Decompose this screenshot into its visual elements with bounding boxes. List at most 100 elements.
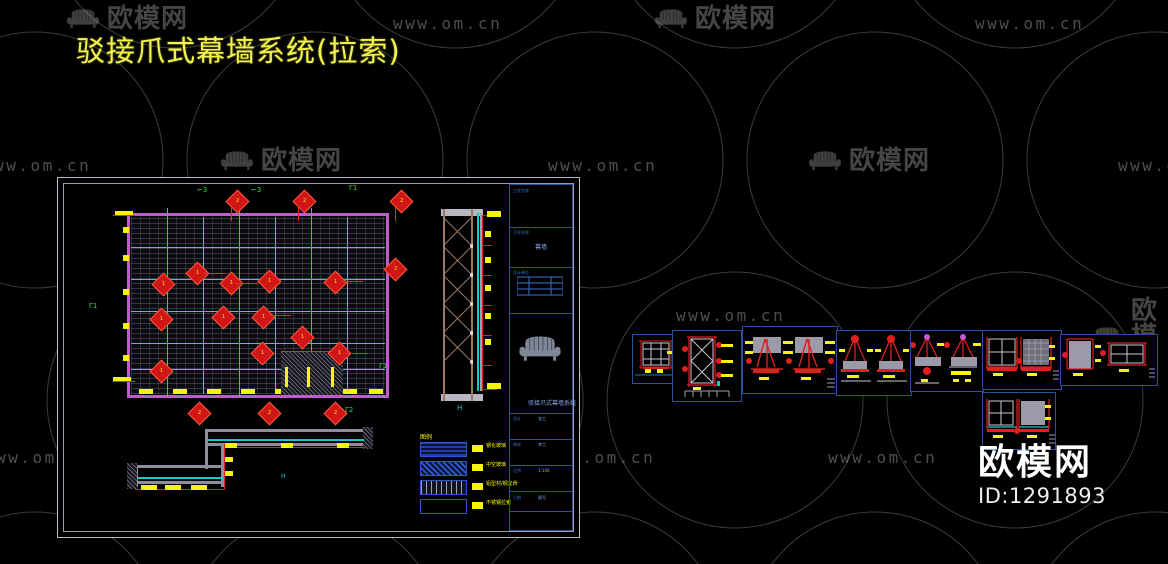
title-block-cell [510, 413, 572, 440]
plan-drawing: 2 2 2 1 1 1 1 1 1 1 1 1 1 1 1 2 2 2 2 [89, 185, 414, 426]
anchor-arm [482, 245, 492, 246]
watermark-url: www.om.cn [828, 448, 938, 467]
leader-line [203, 273, 225, 274]
title-block-key: 比例 [513, 468, 521, 473]
glass-line [477, 213, 479, 391]
axis-line [311, 208, 312, 397]
section-mark: Γ1 [379, 362, 388, 370]
watermark-url: www.om.cn [548, 156, 658, 175]
watermark-brand: 欧模网 [695, 4, 777, 34]
anchor-arm [482, 335, 492, 336]
lp-panel [337, 443, 349, 448]
anchor-plate [487, 211, 501, 217]
leader-line [341, 281, 363, 282]
section-mark: Γ1 [349, 184, 358, 192]
legend: 图例 钢化玻璃 中空玻璃 铝型材/钢龙骨 不锈钢拉索 [420, 434, 518, 518]
title-block: 工程名称 子项名称 幕墙 设计单位 驳接爪式幕墙系统 设计 张工 审核 李工 比… [509, 184, 577, 531]
legend-swatch [420, 499, 467, 514]
detail-sketch [1062, 338, 1155, 378]
plan-hatch-fill [131, 217, 385, 394]
detail-sketch [986, 399, 1055, 444]
panel-marker [123, 227, 129, 233]
title-block-value: 幕墙 [535, 244, 548, 251]
panel-marker [173, 389, 187, 394]
watermark-large-id: ID:1291893 [978, 483, 1106, 508]
title-block-cell [510, 267, 572, 314]
cross-bracing [443, 217, 473, 389]
detail-group-3[interactable] [742, 326, 838, 394]
detail-group-6[interactable] [982, 330, 1062, 390]
door-leaf [285, 367, 288, 387]
lp-panel [191, 485, 207, 490]
title-block-cell [510, 185, 572, 228]
elevation-drawing: H [441, 209, 501, 412]
anchor-arm [482, 389, 497, 390]
panel-marker [369, 389, 383, 394]
watermark-url: www.om.cn [975, 14, 1085, 33]
legend-label: 钢化玻璃 [486, 443, 507, 449]
sofa-icon [221, 151, 253, 171]
lp-panel [225, 457, 233, 462]
cad-sheet: 2 2 2 1 1 1 1 1 1 1 1 1 1 1 1 2 2 2 2 [57, 177, 580, 538]
title-block-value: 张工 [538, 416, 546, 421]
legend-label: 中空玻璃 [486, 462, 507, 468]
lp-wall-lower [135, 465, 225, 468]
title-block-value: 驳接爪式幕墙系统 [528, 400, 577, 407]
title-block-cell [510, 491, 572, 512]
detail-group-5[interactable] [910, 330, 984, 392]
grid-line-v [275, 217, 276, 394]
legend-key [472, 464, 483, 471]
leader-line [113, 381, 135, 382]
legend-swatch [420, 461, 467, 476]
leader-line [269, 315, 291, 316]
anchor-arm [482, 305, 492, 306]
title-block-cell [510, 465, 572, 492]
small-table-icon [517, 276, 563, 296]
plan-edge-right [386, 213, 389, 398]
anchor-plate [485, 231, 491, 237]
panel-marker [123, 323, 129, 329]
detail-sketch [635, 340, 677, 376]
panel-marker [207, 389, 221, 394]
lp-panel [165, 485, 181, 490]
watermark-brand: 欧模网 [849, 146, 931, 176]
door-leaf [307, 367, 310, 387]
tension-rod [482, 215, 483, 391]
title-block-value: 1:100 [538, 468, 550, 473]
watermark-url: www.om.cn [1118, 156, 1168, 175]
grid-line-v [347, 217, 348, 394]
title-block-value: 李工 [538, 442, 546, 447]
anchor-plate [485, 313, 491, 319]
lp-wall-vert [205, 429, 208, 469]
panel-marker [139, 389, 153, 394]
detail-group-2[interactable] [672, 330, 742, 402]
detail-group-7[interactable] [1060, 334, 1158, 386]
sofa-icon [655, 9, 687, 29]
grid-line-h [131, 247, 385, 248]
watermark-logo: 欧模网 [808, 148, 930, 174]
sofa-icon [809, 151, 841, 171]
elevation-top-cap [441, 209, 483, 216]
title-block-cell [510, 313, 572, 414]
axis-line [239, 208, 240, 397]
panel-marker [115, 211, 133, 216]
detail-group-8[interactable] [982, 392, 1056, 450]
lp-panel [225, 443, 237, 448]
anchor-plate [485, 285, 491, 291]
elevation-base-cap [441, 394, 483, 401]
watermark-logo: 欧模网 [220, 148, 342, 174]
section-mark: ⌐3 [251, 186, 262, 194]
grid-line-v [203, 217, 204, 394]
detail-group-4[interactable] [836, 330, 912, 396]
lp-column [127, 463, 137, 489]
detail-sketch [986, 337, 1059, 380]
leader-line [298, 207, 299, 221]
door-leaf [331, 367, 334, 387]
panel-marker [241, 389, 255, 394]
axis-line [167, 208, 168, 397]
watermark-url: www.om.cn [676, 306, 786, 325]
watermark-url: www.om.cn [393, 14, 503, 33]
panel-marker [123, 255, 129, 261]
leader-line [231, 207, 232, 221]
